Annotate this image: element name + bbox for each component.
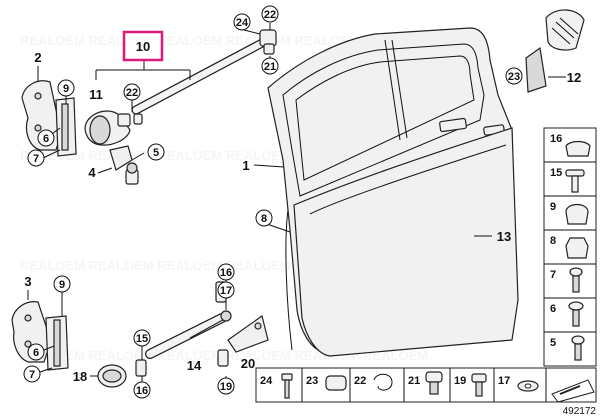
callout-22b: 22 [264,9,276,21]
callout-13: 13 [497,229,511,244]
legend-right-5: 5 [550,337,556,349]
callout-6a: 6 [43,133,49,145]
callout-9b: 9 [59,279,65,291]
legend-right-15: 15 [550,167,562,179]
spring-clip-icon [373,373,393,391]
bolt-small-icon [571,335,585,345]
legend-right-9: 9 [550,201,556,213]
arrow-tab-icon [551,379,595,403]
bolt-icon [565,169,585,177]
callout-18: 18 [73,369,87,384]
rubber-boot [84,110,131,146]
legend-bottom-24: 24 [260,375,273,387]
diagram-number: 492172 [563,406,597,417]
rivet-icon [471,373,487,383]
legend-right-6: 6 [550,303,556,315]
callout-22a: 22 [126,87,138,99]
callout-2: 2 [34,50,41,65]
corner-trim [525,9,585,93]
callouts: 10 2 9 6 7 11 22 5 4 24 22 21 1 8 13 23 … [23,5,581,399]
screw-icon [569,267,583,277]
legend-right-8: 8 [550,235,556,247]
legend-bottom-22: 22 [354,375,366,387]
edge-seal [285,209,293,351]
callout-10: 10 [136,39,150,54]
callout-12: 12 [567,70,581,85]
upper-hinge [21,80,77,157]
leader-lines [27,23,566,390]
callout-16b: 16 [220,267,232,279]
callout-6b: 6 [33,347,39,359]
grommet-ring [97,364,127,388]
clip-icon [565,140,591,157]
callout-15: 15 [136,333,148,345]
stud-icon [281,373,293,381]
callout-17: 17 [220,285,232,297]
callout-9a: 9 [63,83,69,95]
highlight-box [122,30,164,62]
legend-bottom-19: 19 [454,375,466,387]
gas-strut [145,310,232,359]
callout-20: 20 [241,356,255,371]
callout-11: 11 [89,87,103,102]
nut-icon [565,237,589,259]
callout-7a: 7 [33,153,39,165]
cap-nut-icon [565,203,589,225]
callout-23: 23 [508,71,520,83]
callout-21: 21 [264,61,276,73]
legend-bottom-23: 23 [306,375,318,387]
legend-bottom-17: 17 [498,375,510,387]
callout-7b: 7 [29,369,35,381]
callout-4: 4 [88,165,96,180]
strut-bracket [227,315,269,353]
callout-14: 14 [187,358,202,373]
legend-right: 16 15 9 8 7 6 5 [543,127,597,367]
door-outer-panel [293,127,519,357]
callout-3: 3 [24,274,31,289]
plug-icon [325,375,347,391]
callout-1: 1 [242,158,249,173]
callout-8: 8 [261,213,267,225]
callout-16a: 16 [136,385,148,397]
legend-right-16: 16 [550,133,562,145]
expansion-nut-icon [425,371,443,383]
door-check-strut [131,29,277,115]
callout-5: 5 [153,147,159,159]
legend-bottom-21: 21 [408,375,420,387]
legend-bottom: 24 23 22 21 19 17 [255,367,597,403]
legend-right-7: 7 [550,269,556,281]
washer-screw-icon [568,301,584,311]
callout-24: 24 [236,17,249,29]
callout-19: 19 [220,381,232,393]
